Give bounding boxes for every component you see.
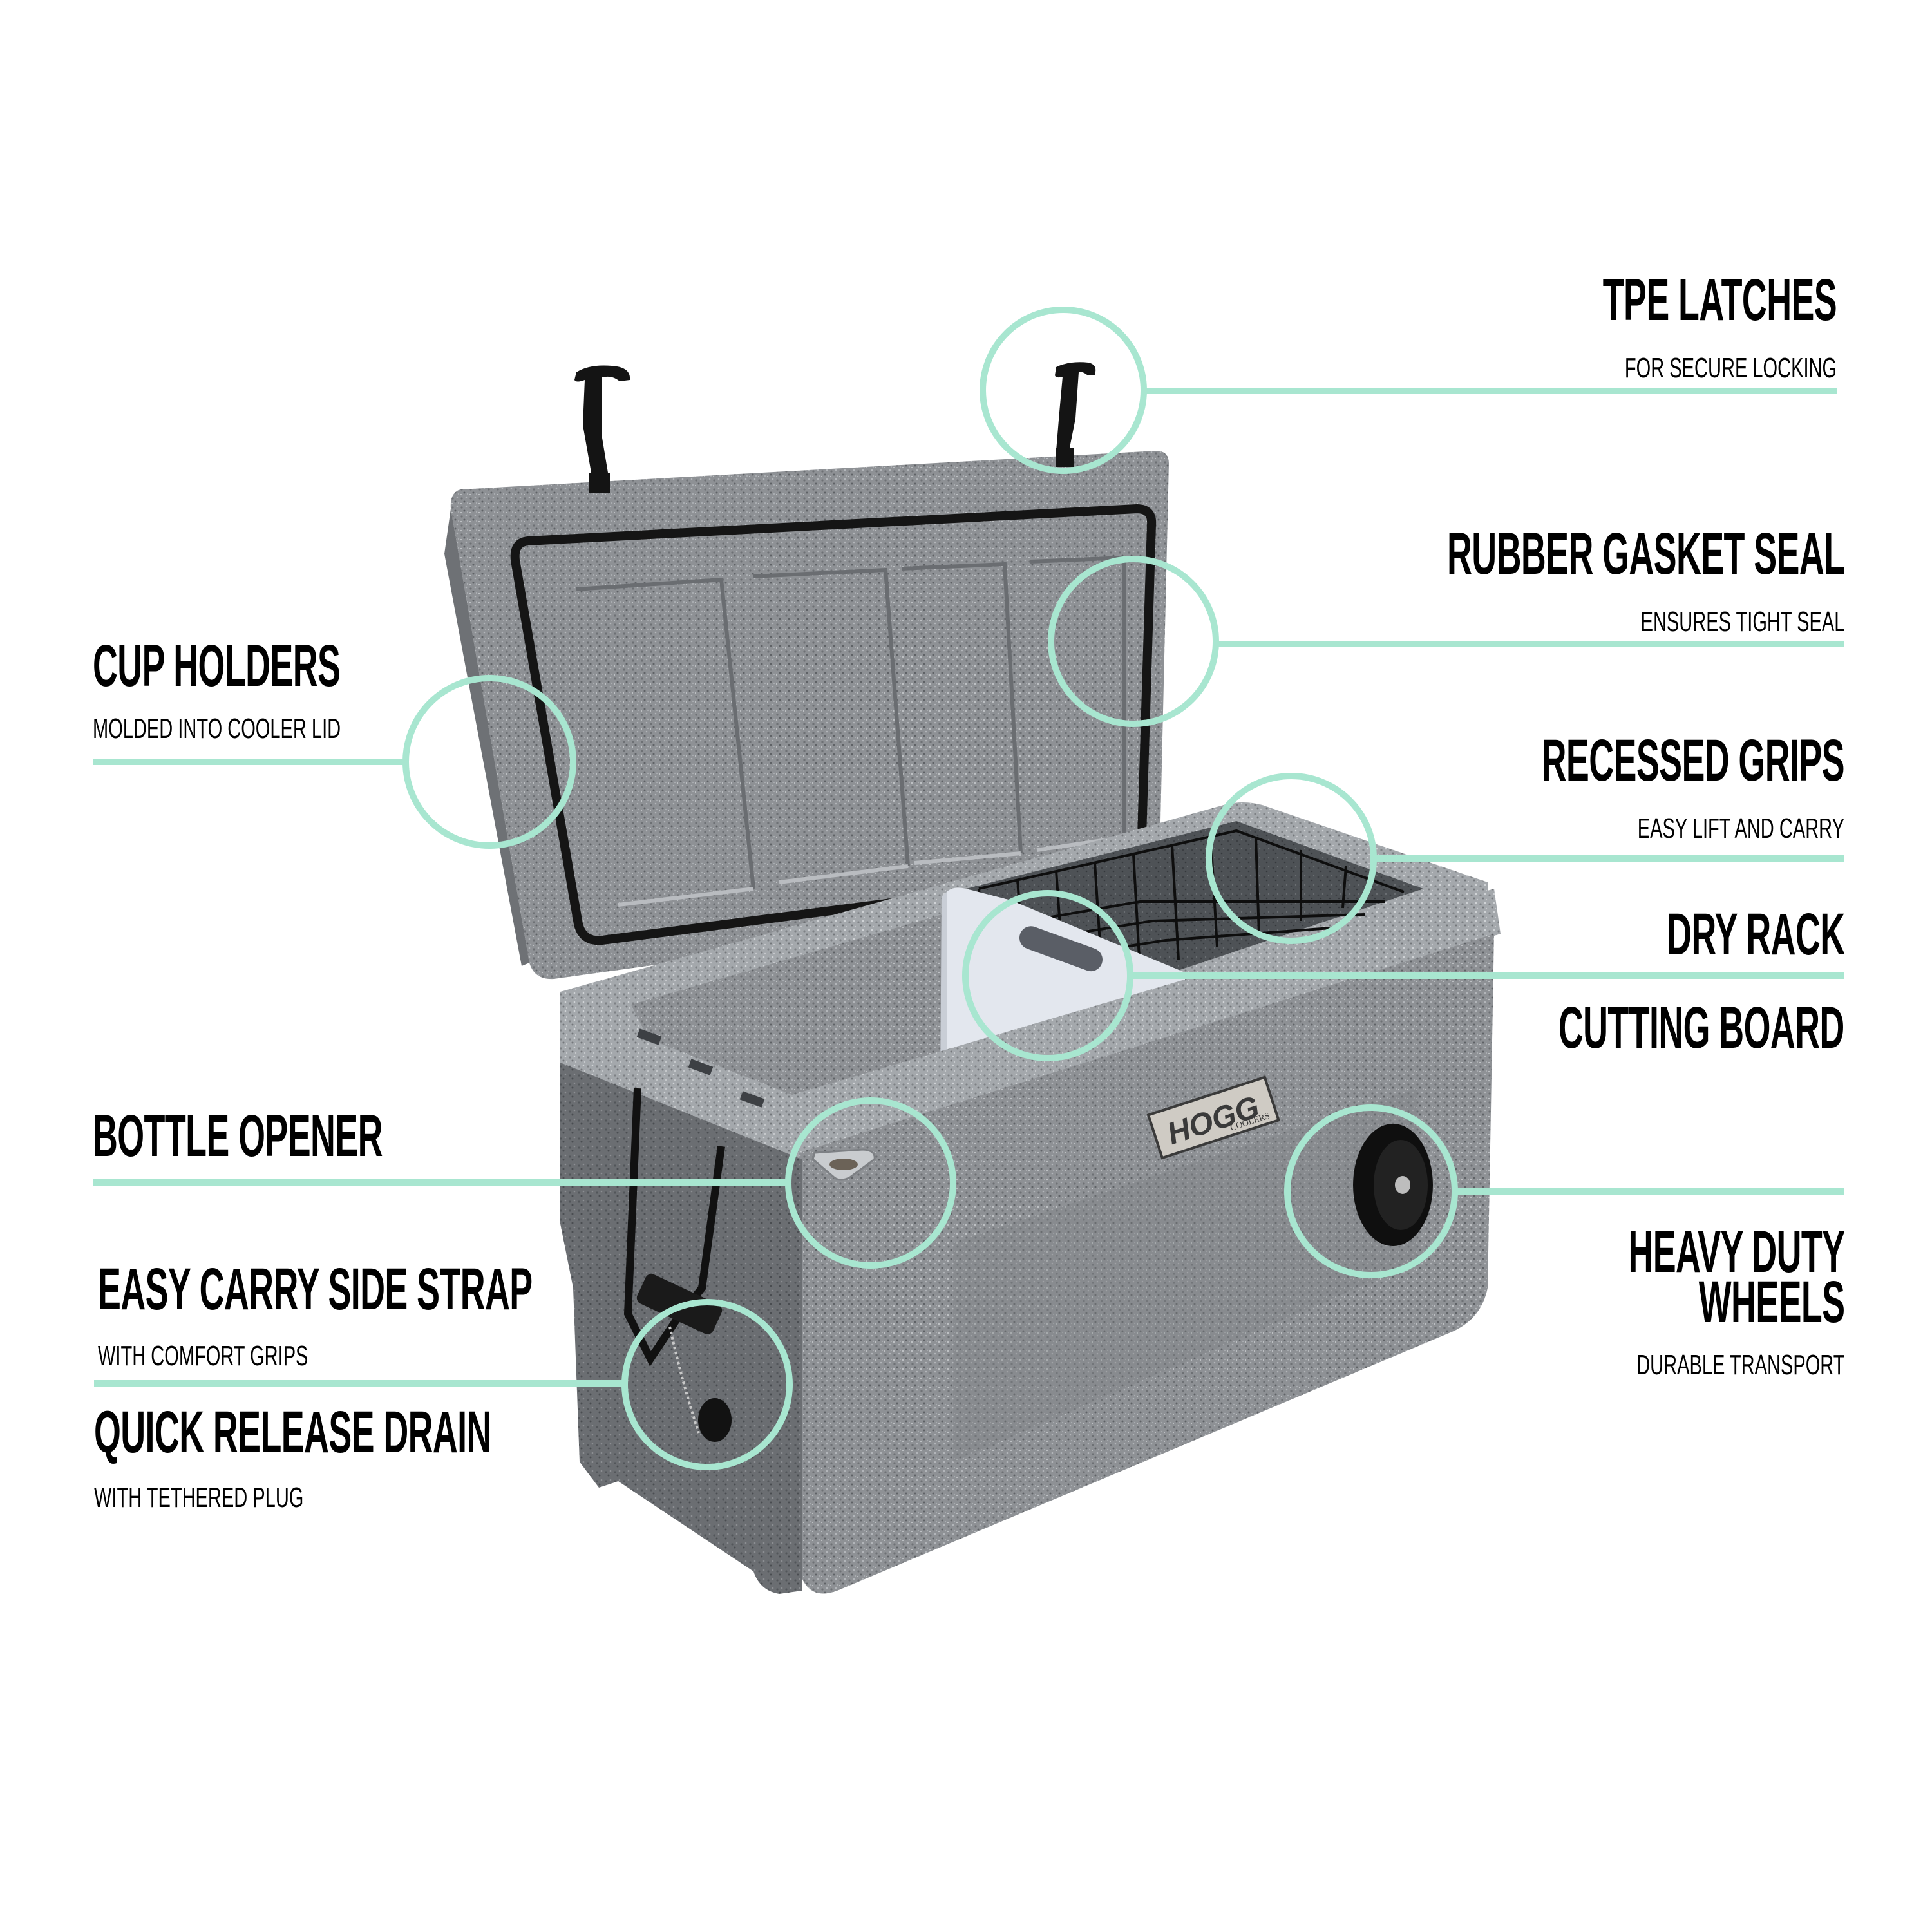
tpe-latch-right (1055, 362, 1096, 467)
callout-line-wheels (1455, 1188, 1844, 1195)
callout-line-cup-holders (93, 759, 406, 765)
cooler-body (560, 802, 1501, 1594)
callout-line-drain (94, 1380, 626, 1387)
callout-circle-cup-holders (402, 675, 576, 849)
callout-quick-release-drain: QUICK RELEASE DRAIN WITH TETHERED PLUG (94, 1403, 773, 1512)
callout-line-bottle-opener (93, 1179, 788, 1186)
hogg-badge (1146, 1075, 1280, 1160)
callout-tpe-latches: TPE LATCHES FOR SECURE LOCKING (1437, 270, 1837, 383)
callout-subtitle: ENSURES TIGHT SEAL (1640, 606, 1844, 638)
callout-dry-rack: DRY RACK (1540, 902, 1845, 967)
callout-title: DRY RACK (1666, 902, 1845, 967)
side-strap (623, 1088, 725, 1367)
callout-title: CUTTING BOARD (1558, 995, 1844, 1061)
callout-title: RUBBER GASKET SEAL (1446, 521, 1845, 587)
callout-line-gasket (1216, 641, 1844, 647)
callout-rubber-gasket-seal: RUBBER GASKET SEAL ENSURES TIGHT SEAL (1165, 521, 1845, 638)
callout-subtitle: MOLDED INTO COOLER LID (93, 713, 341, 744)
cooler-lid (444, 451, 1169, 980)
callout-subtitle: DURABLE TRANSPORT (1636, 1349, 1844, 1381)
callout-easy-carry-side-strap: EASY CARRY SIDE STRAP WITH COMFORT GRIPS (98, 1260, 840, 1370)
wheel (1353, 1124, 1433, 1246)
callout-cup-holders: CUP HOLDERS MOLDED INTO COOLER LID (93, 636, 516, 743)
callout-title: RECESSED GRIPS (1541, 728, 1845, 793)
callout-recessed-grips: RECESSED GRIPS EASY LIFT AND CARRY (1327, 728, 1845, 844)
drain-plug (698, 1398, 732, 1442)
callout-title: HEAVY DUTY (1627, 1219, 1845, 1285)
callout-subtitle: WITH TETHERED PLUG (94, 1482, 304, 1513)
callout-line-dry-rack (1130, 972, 1844, 979)
callout-subtitle: WITH COMFORT GRIPS (98, 1340, 308, 1372)
callout-line-grips (1374, 855, 1844, 862)
callout-title: BOTTLE OPENER (93, 1103, 383, 1169)
callout-title: QUICK RELEASE DRAIN (94, 1399, 491, 1465)
callout-subtitle: FOR SECURE LOCKING (1624, 352, 1837, 384)
callout-line-latches (1144, 388, 1837, 394)
tpe-latch-left (574, 365, 630, 493)
callout-title: TPE LATCHES (1602, 267, 1837, 333)
callout-title: EASY CARRY SIDE STRAP (98, 1256, 533, 1322)
callout-title: CUP HOLDERS (93, 633, 341, 699)
callout-title-line2: WHEELS (1698, 1269, 1844, 1335)
callout-heavy-duty-wheels: HEAVY DUTY WHEELS DURABLE TRANSPORT (1475, 1219, 1845, 1381)
callout-bottle-opener: BOTTLE OPENER (93, 1106, 588, 1166)
callout-circle-bottle-opener (785, 1097, 956, 1269)
callout-subtitle: EASY LIFT AND CARRY (1637, 813, 1844, 844)
callout-cutting-board: CUTTING BOARD (1356, 998, 1844, 1057)
